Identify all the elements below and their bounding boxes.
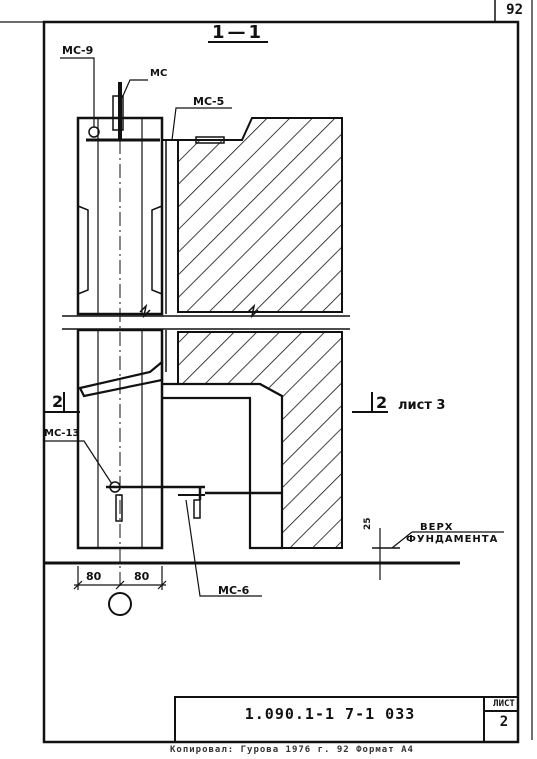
- sheet-value: 2: [499, 714, 509, 730]
- section-cut-left-label: 2: [52, 392, 64, 411]
- foundation-top-label: ВЕРХ: [420, 522, 454, 533]
- title-block: [174, 696, 519, 743]
- foundation-label: ФУНДАМЕНТА: [406, 534, 499, 545]
- label-mc9: МС-9: [62, 44, 94, 57]
- sheet-number: 92: [506, 2, 523, 18]
- sheet-caption: ЛИСТ: [493, 699, 515, 709]
- foundation-line: [44, 528, 504, 580]
- concrete-wall-hatch: [177, 117, 343, 549]
- section-cut-right-label: 2: [376, 393, 388, 412]
- dimension-80-left: 80: [86, 570, 102, 583]
- section-title: 1—1: [212, 22, 265, 43]
- section-marks: [44, 41, 388, 413]
- label-mc6: МС-6: [218, 584, 250, 597]
- label-mc5: МС-5: [193, 95, 225, 108]
- bottom-dimension: [73, 566, 167, 616]
- document-code: 1.090.1-1 7-1 033: [244, 705, 416, 723]
- leader-lines: [44, 57, 262, 597]
- dimension-25: 25: [363, 517, 373, 530]
- sheet-reference-label: лист 3: [398, 398, 446, 413]
- label-mc: МС: [150, 68, 168, 79]
- column-outline: [76, 116, 178, 550]
- footer-text: Копировал: Гурова 1976 г. 92 Формат А4: [170, 745, 414, 755]
- label-mc13: МС-13: [44, 428, 80, 439]
- beam-outline: [78, 359, 284, 550]
- embedded-parts: [86, 82, 282, 590]
- dimension-80-right: 80: [134, 570, 150, 583]
